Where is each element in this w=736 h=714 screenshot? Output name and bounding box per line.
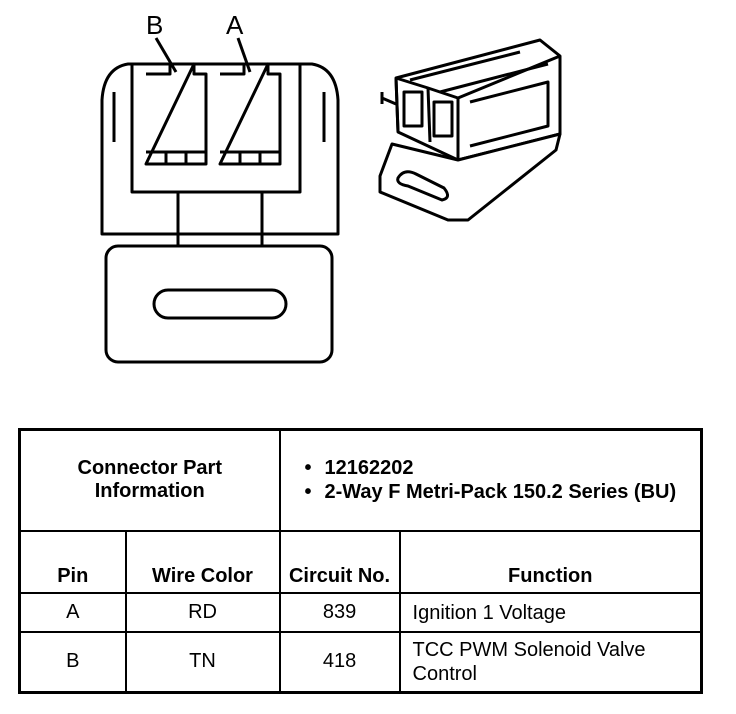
- part-number: 12162202: [297, 456, 701, 480]
- pin-label-b: B: [146, 10, 163, 40]
- row-pin: B: [18, 630, 127, 694]
- cavity-frame: [130, 64, 302, 194]
- header-function: Function: [398, 529, 703, 595]
- part-info-list: 12162202 2-Way F Metri-Pack 150.2 Series…: [281, 456, 701, 504]
- row-pin: A: [18, 592, 127, 633]
- header-wire-color: Wire Color: [124, 529, 281, 595]
- table-row: A RD 839 Ignition 1 Voltage: [18, 592, 703, 633]
- connector-diagram: B A: [100, 10, 562, 364]
- row-function: Ignition 1 Voltage: [398, 592, 703, 633]
- table-row: B TN 418 TCC PWM Solenoid Valve Control: [18, 630, 703, 694]
- row-wire-color: TN: [124, 630, 281, 694]
- header-pin: Pin: [18, 529, 127, 595]
- locking-tab: [104, 244, 334, 364]
- connector-info-table: Connector Part Information 12162202 2-Wa…: [18, 428, 704, 694]
- terminal-cavity-b: [144, 62, 208, 166]
- part-info-label: Connector Part Information: [18, 428, 281, 532]
- row-circuit: 839: [278, 592, 401, 633]
- connector-type: 2-Way F Metri-Pack 150.2 Series (BU): [297, 480, 701, 504]
- row-circuit: 418: [278, 630, 401, 694]
- locking-tab-slot: [152, 288, 288, 320]
- connector-housing: [100, 62, 340, 236]
- part-info-cell: 12162202 2-Way F Metri-Pack 150.2 Series…: [278, 428, 703, 532]
- row-wire-color: RD: [124, 592, 281, 633]
- terminal-cavity-a: [218, 62, 282, 166]
- header-circuit-no: Circuit No.: [278, 529, 401, 595]
- row-function: TCC PWM Solenoid Valve Control: [398, 630, 703, 694]
- pin-label-a: A: [226, 10, 244, 40]
